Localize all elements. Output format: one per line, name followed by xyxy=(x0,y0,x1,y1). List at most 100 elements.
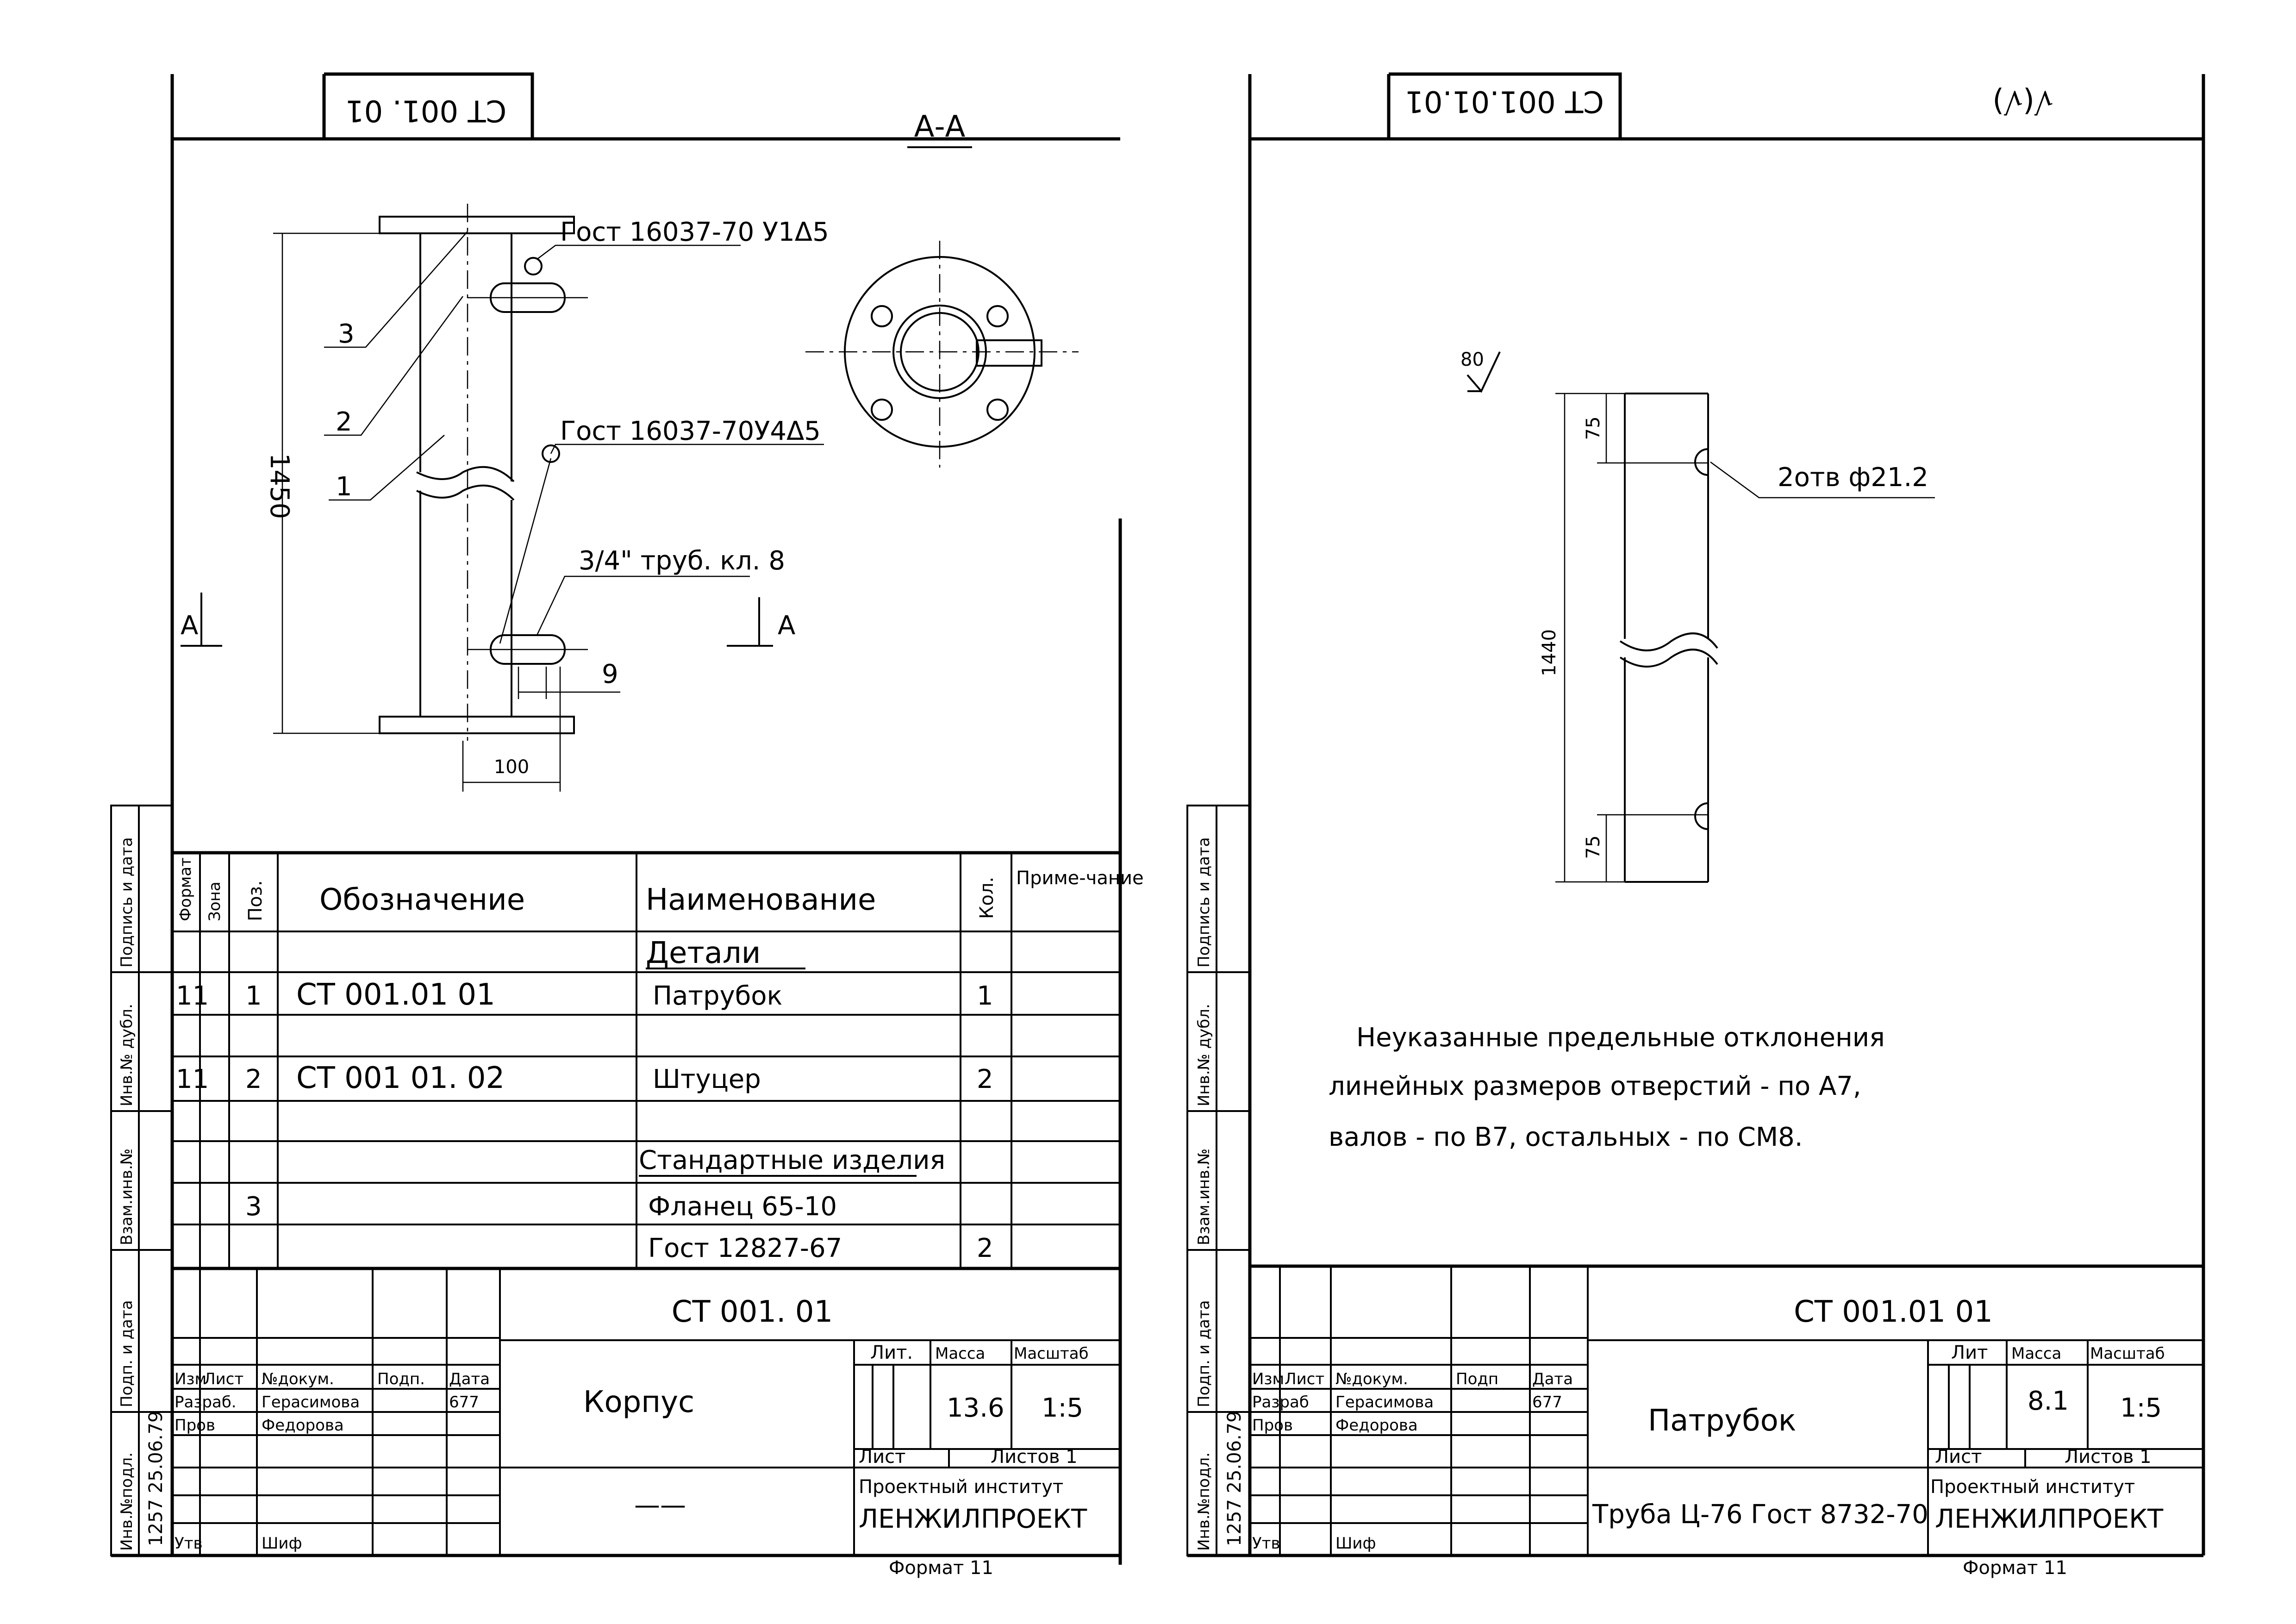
section-view xyxy=(805,241,1079,468)
tb-title: Корпус xyxy=(583,1385,694,1419)
note-line-3: валов - по В7, остальных - по СМ8. xyxy=(1329,1122,1803,1152)
section-mark-left: А xyxy=(181,611,198,641)
row2-name: Штуцер xyxy=(653,1064,761,1094)
hdr-pos: Поз. xyxy=(245,880,266,921)
dim-height: 1450 xyxy=(264,453,294,519)
callouts: Гост 16037-70 У1Δ5 Гост 16037-70У4Δ5 3/4… xyxy=(324,217,829,644)
rtb-mass: 8.1 xyxy=(2028,1386,2069,1416)
tb-org-2: ЛЕНЖИЛПРОЕКТ xyxy=(859,1504,1087,1534)
rtb-scale: 1:5 xyxy=(2120,1393,2162,1423)
section-standard: Стандартные изделия xyxy=(639,1145,945,1175)
rstamp-handwriting: 1257 25.06.79 xyxy=(1224,1411,1245,1546)
roughness-corner: √(√) xyxy=(1992,84,2053,118)
st-razrab-date: 677 xyxy=(449,1393,479,1412)
st-utv: Утв xyxy=(175,1534,203,1553)
st-h-date: Дата xyxy=(449,1370,490,1388)
rtb-format-note: Формат 11 xyxy=(1963,1557,2067,1579)
st-h-list: Лист xyxy=(204,1370,243,1388)
right-code-text: СТ 001.01.01 xyxy=(1405,84,1604,118)
hole-callout: 2отв ф21.2 xyxy=(1778,462,1928,493)
rstamp-2: Инв.№ дубл. xyxy=(1195,1004,1213,1106)
st-prov-name: Федорова xyxy=(262,1416,344,1435)
st-h-sign: Подп. xyxy=(377,1370,425,1388)
row2-format: 11 xyxy=(176,1064,209,1094)
rst-razrab-name: Герасимова xyxy=(1335,1393,1434,1412)
dim-small: 9 xyxy=(602,659,618,689)
row3-pos: 3 xyxy=(245,1192,262,1222)
row3-name: Фланец 65-10 xyxy=(648,1192,837,1222)
tb-doc-code: СТ 001. 01 xyxy=(672,1295,833,1329)
row2-pos: 2 xyxy=(245,1064,262,1094)
rtb-title: Патрубок xyxy=(1648,1404,1796,1438)
stamp-1: Подпись и дата xyxy=(118,837,136,968)
rtb-sheet-label: Лист xyxy=(1935,1446,1982,1468)
tb-scale-label: Масштаб xyxy=(1014,1344,1089,1363)
st-h-doc: №докум. xyxy=(262,1370,334,1388)
left-drawing: СТ 001. 01 А-А Гост 16037-70 xyxy=(110,72,1144,1579)
rst-prov-name: Федорова xyxy=(1335,1416,1418,1435)
rst-h-izm: Изм xyxy=(1252,1370,1284,1388)
tb-lit-label: Лит. xyxy=(870,1342,913,1363)
right-dimensions: 75 75 1440 2отв ф21.2 xyxy=(1539,393,1935,883)
rtb-mass-label: Масса xyxy=(2011,1344,2061,1363)
rstamp-5: Инв.№подл. xyxy=(1195,1452,1213,1551)
tb-format-note: Формат 11 xyxy=(889,1557,993,1579)
right-title-block: СТ 001.01 01 Патрубок Труба Ц-76 Гост 87… xyxy=(1250,1264,2203,1579)
tb-mass: 13.6 xyxy=(947,1393,1004,1423)
left-side-stamp: Подпись и дата Инв.№ дубл. Взам.инв.№ По… xyxy=(110,805,173,1556)
pipe-body xyxy=(379,204,588,741)
left-code-text: СТ 001. 01 xyxy=(345,93,506,127)
rst-h-date: Дата xyxy=(1532,1370,1573,1388)
gost-callout-1: Гост 16037-70 У1Δ5 xyxy=(560,217,829,247)
stamp-3: Взам.инв.№ xyxy=(118,1149,136,1245)
tb-mass-label: Масса xyxy=(935,1344,985,1363)
section-details: Детали xyxy=(646,936,761,970)
section-label: А-А xyxy=(914,110,966,144)
st-razrab-name: Герасимова xyxy=(262,1393,360,1412)
hdr-zone: Зона xyxy=(206,881,224,921)
hdr-note: Приме-чание xyxy=(1016,868,1144,889)
dim-bottom: 75 xyxy=(1583,836,1604,859)
rtb-sheets-label: Листов 1 xyxy=(2065,1446,2152,1468)
row1-name: Патрубок xyxy=(653,981,782,1011)
rstamp-3: Взам.инв.№ xyxy=(1195,1149,1213,1245)
pos-label-1: 1 xyxy=(336,472,352,502)
rstamp-4: Подп. и дата xyxy=(1195,1300,1213,1407)
stamp-2: Инв.№ дубл. xyxy=(118,1004,136,1106)
stamp-handwriting: 1257 25.06.79 xyxy=(145,1411,167,1546)
rstamp-1: Подпись и дата xyxy=(1195,837,1213,968)
roughness-mark: 80 xyxy=(1460,349,1501,393)
row2-designation: СТ 001 01. 02 xyxy=(296,1061,505,1095)
rst-utv: Утв xyxy=(1252,1534,1280,1553)
right-side-stamp: Подпись и дата Инв.№ дубл. Взам.инв.№ По… xyxy=(1186,805,1251,1556)
rtb-org-1: Проектный институт xyxy=(1930,1476,2135,1498)
hdr-name: Наименование xyxy=(646,883,876,917)
tb-sheet-label: Лист xyxy=(859,1446,905,1468)
row2-qty: 2 xyxy=(977,1064,993,1094)
hdr-format: Формат xyxy=(176,857,195,921)
hdr-designation: Обозначение xyxy=(319,883,525,917)
stamp-4: Подп. и дата xyxy=(118,1300,136,1407)
tb-org-1: Проектный институт xyxy=(859,1476,1063,1498)
spec-table: Формат Зона Поз. Обозначение Наименовани… xyxy=(172,851,1144,1270)
row1-pos: 1 xyxy=(245,981,262,1011)
left-code-box: СТ 001. 01 xyxy=(322,72,534,139)
rtb-scale-label: Масштаб xyxy=(2090,1344,2165,1363)
rst-h-doc: №докум. xyxy=(1335,1370,1408,1388)
pos-label-3: 3 xyxy=(338,319,355,349)
rst-razrab-date: 677 xyxy=(1532,1393,1562,1412)
note-line-2: линейных размеров отверстий - по А7, xyxy=(1329,1071,1861,1101)
right-drawing: СТ 001.01.01 √(√) 80 xyxy=(1186,72,2205,1579)
left-title-block: СТ 001. 01 Корпус —— Лит. Масса Масштаб … xyxy=(172,1268,1120,1579)
rtb-doc-code: СТ 001.01 01 xyxy=(1794,1295,1993,1329)
rst-h-sign: Подп xyxy=(1456,1370,1498,1388)
st-prov: Пров xyxy=(175,1416,215,1435)
pipe-callout: 3/4" труб. кл. 8 xyxy=(579,546,785,576)
gost-callout-2: Гост 16037-70У4Δ5 xyxy=(560,416,821,446)
rtb-lit-label: Лит xyxy=(1951,1342,1988,1363)
pos-label-2: 2 xyxy=(336,407,352,437)
rst-prov: Пров xyxy=(1252,1416,1293,1435)
row4-name: Гост 12827-67 xyxy=(648,1233,842,1263)
patrubok-part xyxy=(1619,393,1718,883)
